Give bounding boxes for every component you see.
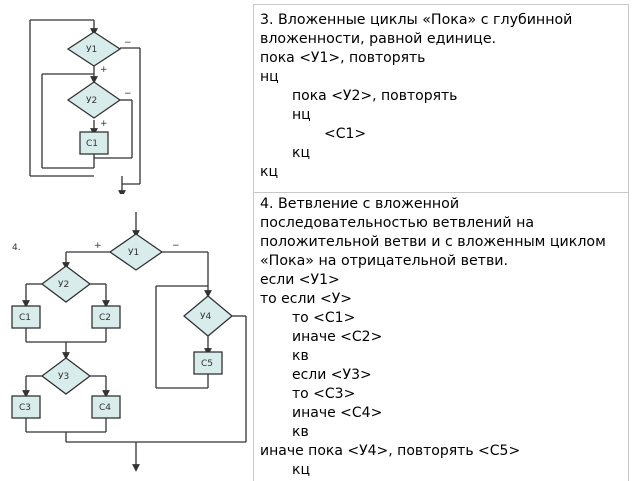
code-line: если <У3> (292, 367, 372, 383)
code-line: кц (260, 164, 278, 180)
branching-text-panel: 4. Ветвление с вложенной последовательно… (253, 192, 629, 481)
plus-label: + (100, 119, 108, 129)
code-line: кц (292, 145, 310, 161)
code-line: если <У1> (260, 272, 340, 288)
minus-label: − (124, 38, 132, 48)
u2-label: У2 (86, 96, 97, 106)
action-c1-shape (11, 305, 41, 329)
code-line: то <С1> (292, 310, 356, 326)
c3-label: С3 (19, 403, 31, 413)
code-line: то если <У> (260, 291, 352, 307)
code-line: <С1> (324, 126, 367, 142)
code-line: кв (292, 348, 309, 364)
code-line: иначе <С4> (292, 405, 383, 421)
code-line: иначе пока <У4>, повторять <С5> (260, 443, 521, 459)
code-line: нц (292, 107, 311, 123)
action-c2-shape (91, 305, 121, 329)
minus-label: − (124, 89, 132, 99)
c1-label: С1 (86, 139, 98, 149)
action-c3-shape (11, 395, 41, 419)
c2-label: С2 (99, 313, 111, 323)
c4-label: С4 (99, 403, 111, 413)
nested-loops-text-panel: 3. Вложенные циклы «Пока» с глубинной вл… (253, 4, 629, 202)
u1-label: У1 (128, 248, 139, 258)
condition-u2-shape (40, 265, 92, 303)
condition-u1-shape (108, 233, 164, 271)
nested-loops-flowchart: У1 У2 С1 − + − + (29, 19, 141, 194)
plus-label: + (100, 65, 108, 75)
u1-label: У1 (86, 45, 97, 55)
code-line: кв (292, 424, 309, 440)
code-line: пока <У1>, повторять (260, 50, 426, 66)
plus-label: + (94, 241, 102, 251)
figure-number: 4. (12, 243, 21, 253)
branching-flowchart: 4. (11, 212, 247, 472)
condition-u3-shape (40, 357, 92, 395)
condition-u1-shape (66, 31, 122, 67)
code-line: пока <У2>, повторять (292, 88, 458, 104)
condition-u2-shape (66, 81, 122, 119)
u2-label: У2 (58, 280, 69, 290)
u4-label: У4 (200, 312, 211, 322)
c1-label: С1 (19, 313, 31, 323)
panel-heading: 4. Ветвление с вложенной последовательно… (260, 196, 606, 269)
code-line: кц (292, 462, 310, 478)
action-c4-shape (91, 395, 121, 419)
c5-label: С5 (201, 359, 213, 369)
action-c5-shape (193, 351, 223, 375)
action-c1-shape (79, 131, 109, 155)
code-line: иначе <С2> (292, 329, 383, 345)
u3-label: У3 (58, 372, 69, 382)
code-line: то <С3> (292, 386, 356, 402)
panel-heading: 3. Вложенные циклы «Пока» с глубинной вл… (260, 12, 573, 47)
condition-u4-shape (182, 295, 234, 337)
minus-label: − (172, 241, 180, 251)
code-line: нц (260, 69, 279, 85)
